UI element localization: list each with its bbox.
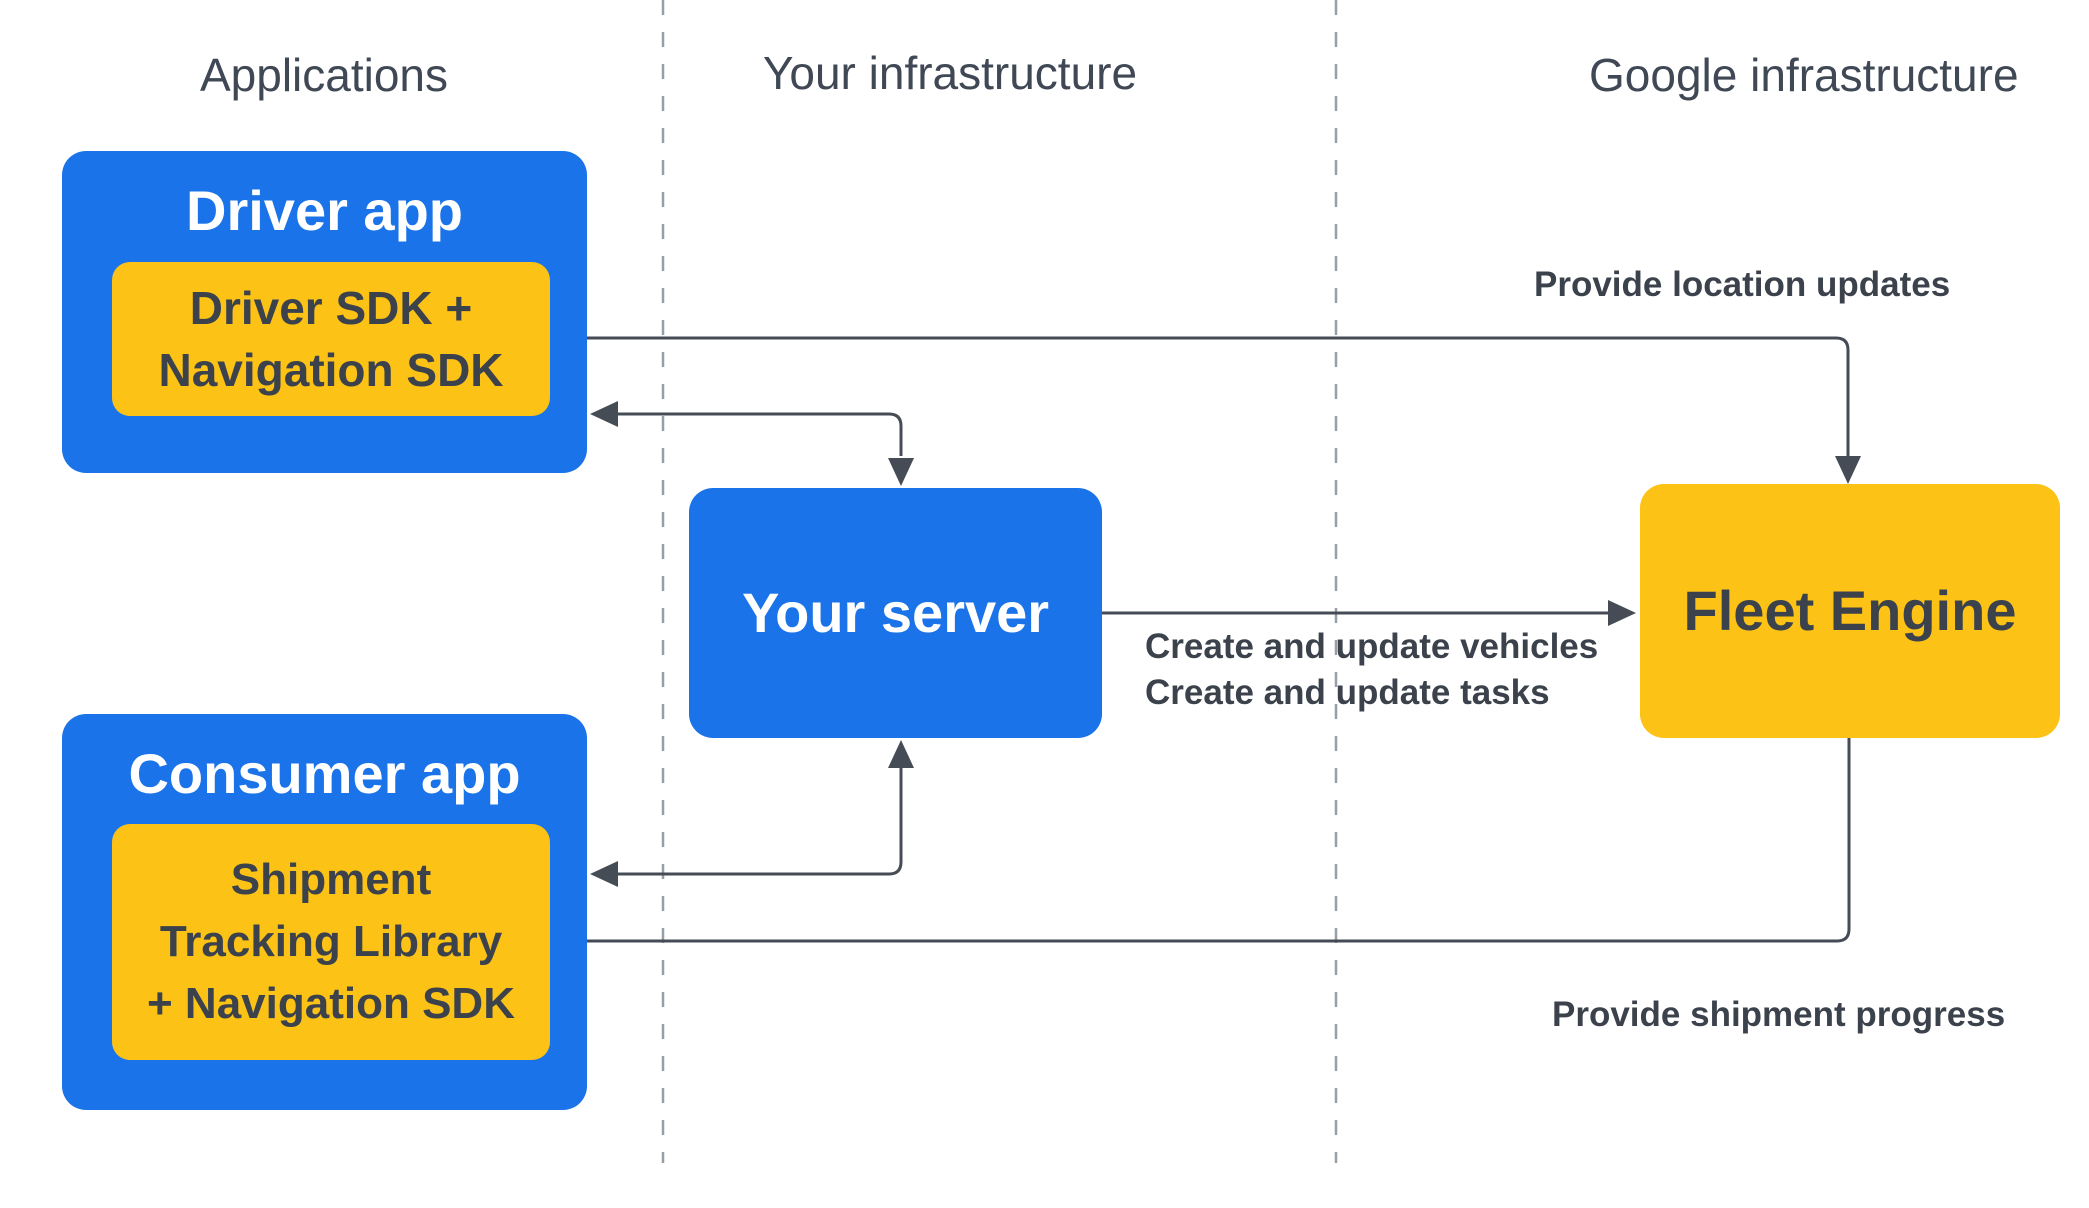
fleet-engine-title: Fleet Engine	[1683, 579, 2017, 642]
edge-label-provide-shipment-progress: Provide shipment progress	[1552, 995, 2006, 1034]
shipment-library-label-line3: + Navigation SDK	[147, 979, 515, 1028]
your-server-box: Your server	[689, 488, 1102, 738]
arrow-your-server-fleet-engine	[1102, 600, 1636, 626]
column-header-applications: Applications	[199, 49, 449, 101]
consumer-app-title: Consumer app	[128, 742, 521, 805]
arrowhead-into-your-server-top	[888, 458, 914, 486]
arrowhead-into-fleet-engine-top	[1835, 456, 1861, 484]
arrowhead-into-consumer-app	[590, 861, 618, 887]
arrowhead-into-fleet-engine-left	[1608, 600, 1636, 626]
driver-sdk-label-line2: Navigation SDK	[158, 344, 504, 396]
arrow-driver-sdk-fleet-engine	[554, 325, 1861, 484]
arrow-fleet-engine-shipment-library	[554, 738, 1851, 954]
driver-app-box: Driver app Driver SDK + Navigation SDK	[62, 151, 587, 473]
your-server-title: Your server	[741, 581, 1050, 644]
shipment-library-label-line1: Shipment	[230, 855, 432, 904]
column-header-your-infrastructure: Your infrastructure	[762, 47, 1138, 99]
shipment-tracking-library-box: Shipment Tracking Library + Navigation S…	[112, 824, 550, 1060]
driver-app-title: Driver app	[186, 179, 463, 242]
shipment-library-label-line2: Tracking Library	[159, 917, 503, 966]
driver-sdk-label-line1: Driver SDK +	[189, 282, 473, 334]
arrowhead-into-driver-app	[590, 401, 618, 427]
arrow-your-server-consumer-app	[590, 740, 914, 887]
driver-sdk-box: Driver SDK + Navigation SDK	[112, 262, 550, 416]
edge-label-create-update-tasks: Create and update tasks	[1145, 673, 1550, 712]
consumer-app-box: Consumer app Shipment Tracking Library +…	[62, 714, 587, 1110]
edge-label-provide-location-updates: Provide location updates	[1534, 265, 1951, 304]
arrow-driver-app-your-server	[590, 401, 914, 486]
edge-label-create-update-vehicles: Create and update vehicles	[1145, 627, 1599, 666]
fleet-engine-box: Fleet Engine	[1640, 484, 2060, 738]
arrowhead-into-your-server-bottom	[888, 740, 914, 768]
column-header-google-infrastructure: Google infrastructure	[1589, 49, 2019, 101]
